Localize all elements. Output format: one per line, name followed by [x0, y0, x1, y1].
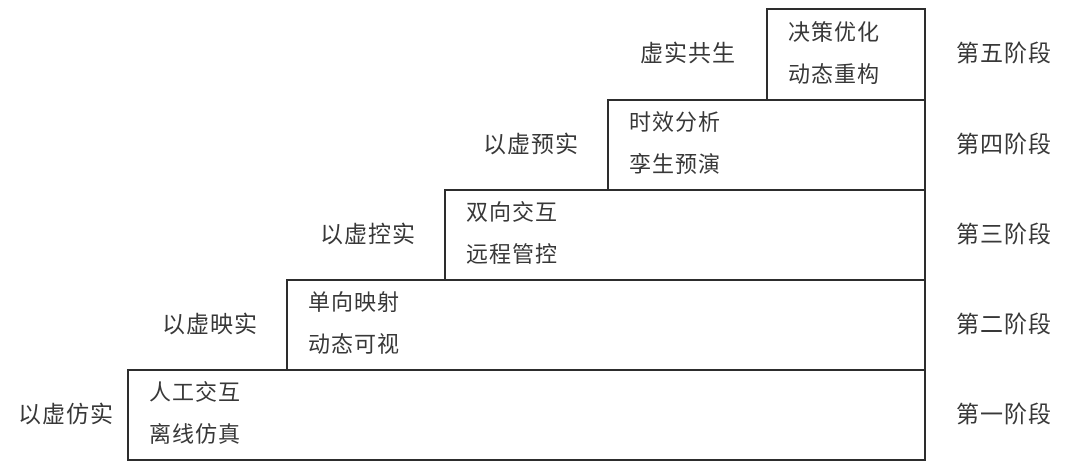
stage2-box-line-1: 单向映射	[308, 291, 401, 316]
stage3-left-label: 以虚控实	[320, 222, 416, 248]
stage2-left-label: 以虚映实	[162, 312, 258, 338]
stage1-box-line-1: 人工交互	[149, 381, 242, 406]
stage2-box: 单向映射 动态可视	[286, 279, 926, 371]
stage3-right-label: 第三阶段	[956, 222, 1052, 248]
stage5-box-line-2: 动态重构	[788, 62, 881, 88]
stage3-box-line-1: 双向交互	[466, 201, 559, 226]
stage1-left-label: 以虚仿实	[18, 402, 114, 428]
stage1-right-label: 第一阶段	[956, 402, 1052, 428]
stage3-box: 双向交互 远程管控	[444, 189, 926, 281]
stage2-box-line-2: 动态可视	[308, 333, 401, 358]
stage5-right-label: 第五阶段	[956, 41, 1052, 67]
stage4-box: 时效分析 孪生预演	[607, 99, 926, 191]
stage2-right-label: 第二阶段	[956, 312, 1052, 338]
stage4-left-label: 以虚预实	[483, 132, 579, 158]
stage4-right-label: 第四阶段	[956, 132, 1052, 158]
stage4-box-line-2: 孪生预演	[629, 153, 722, 178]
stage5-left-label: 虚实共生	[640, 41, 736, 67]
stage1-box: 人工交互 离线仿真	[127, 369, 926, 461]
stage3-box-line-2: 远程管控	[466, 243, 559, 268]
stage5-box-line-1: 决策优化	[788, 20, 881, 46]
stage1-box-line-2: 离线仿真	[149, 423, 242, 448]
stage5-box: 决策优化 动态重构	[766, 8, 926, 101]
stage4-box-line-1: 时效分析	[629, 111, 722, 136]
